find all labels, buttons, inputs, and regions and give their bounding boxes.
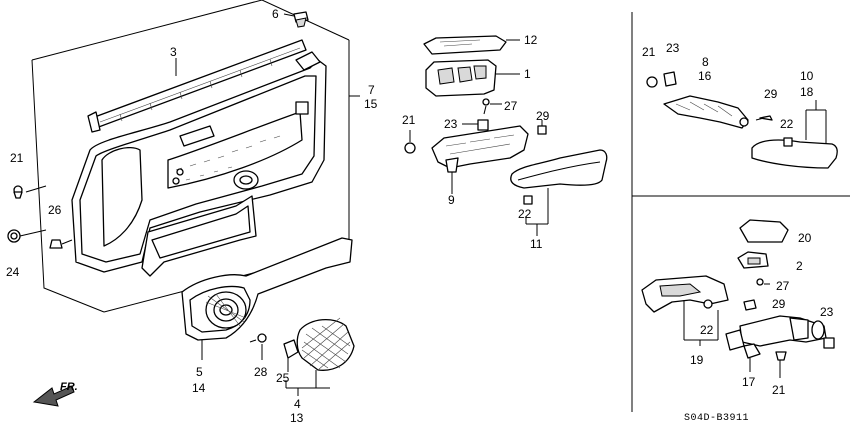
callout-8: 8 xyxy=(702,55,709,69)
callout-3: 3 xyxy=(170,45,177,59)
callout-13: 13 xyxy=(290,411,304,425)
callout-27-center: 27 xyxy=(504,99,518,113)
callout-5: 5 xyxy=(196,365,203,379)
callout-23-topright: 23 xyxy=(666,41,680,55)
callout-14: 14 xyxy=(192,381,206,395)
callout-23-right: 23 xyxy=(820,305,834,319)
callout-1: 1 xyxy=(524,67,531,81)
callout-21-center: 21 xyxy=(402,113,416,127)
callout-16: 16 xyxy=(698,69,712,83)
callout-21-topright: 21 xyxy=(642,45,656,59)
callout-4: 4 xyxy=(294,397,301,411)
callout-labels: 6 3 7 15 21 26 24 5 14 28 25 4 13 12 1 2… xyxy=(6,7,834,425)
callout-20: 20 xyxy=(798,231,812,245)
callout-26: 26 xyxy=(48,203,62,217)
switch-armrest-illustration xyxy=(404,35,608,236)
diagram-code: S04D-B3911 xyxy=(684,413,749,424)
callout-23-center: 23 xyxy=(444,117,458,131)
door-lining-illustration xyxy=(7,0,360,407)
callout-24: 24 xyxy=(6,265,20,279)
callout-17: 17 xyxy=(742,375,756,389)
callout-7: 7 xyxy=(368,83,375,97)
callout-29-topright: 29 xyxy=(764,87,778,101)
callout-29-center: 29 xyxy=(536,109,550,123)
callout-6: 6 xyxy=(272,7,279,21)
inner-handle-illustration xyxy=(641,219,835,378)
callout-9: 9 xyxy=(448,193,455,207)
callout-27-right: 27 xyxy=(776,279,790,293)
callout-28: 28 xyxy=(254,365,268,379)
callout-22-topright: 22 xyxy=(780,117,794,131)
callout-22-right: 22 xyxy=(700,323,714,337)
callout-2: 2 xyxy=(796,259,803,273)
callout-29-right: 29 xyxy=(772,297,786,311)
frame-dividers xyxy=(631,12,850,412)
callout-11: 11 xyxy=(530,237,543,251)
callout-21-left: 21 xyxy=(10,151,24,165)
callout-21-right: 21 xyxy=(772,383,786,397)
callout-19: 19 xyxy=(690,353,704,367)
callout-15: 15 xyxy=(364,97,378,111)
rear-handle-illustration xyxy=(646,71,838,169)
callout-12: 12 xyxy=(524,33,538,47)
callout-22-center: 22 xyxy=(518,207,532,221)
callout-25: 25 xyxy=(276,371,290,385)
callout-18: 18 xyxy=(800,85,814,99)
callout-10: 10 xyxy=(800,69,814,83)
direction-label: FR. xyxy=(60,381,78,393)
